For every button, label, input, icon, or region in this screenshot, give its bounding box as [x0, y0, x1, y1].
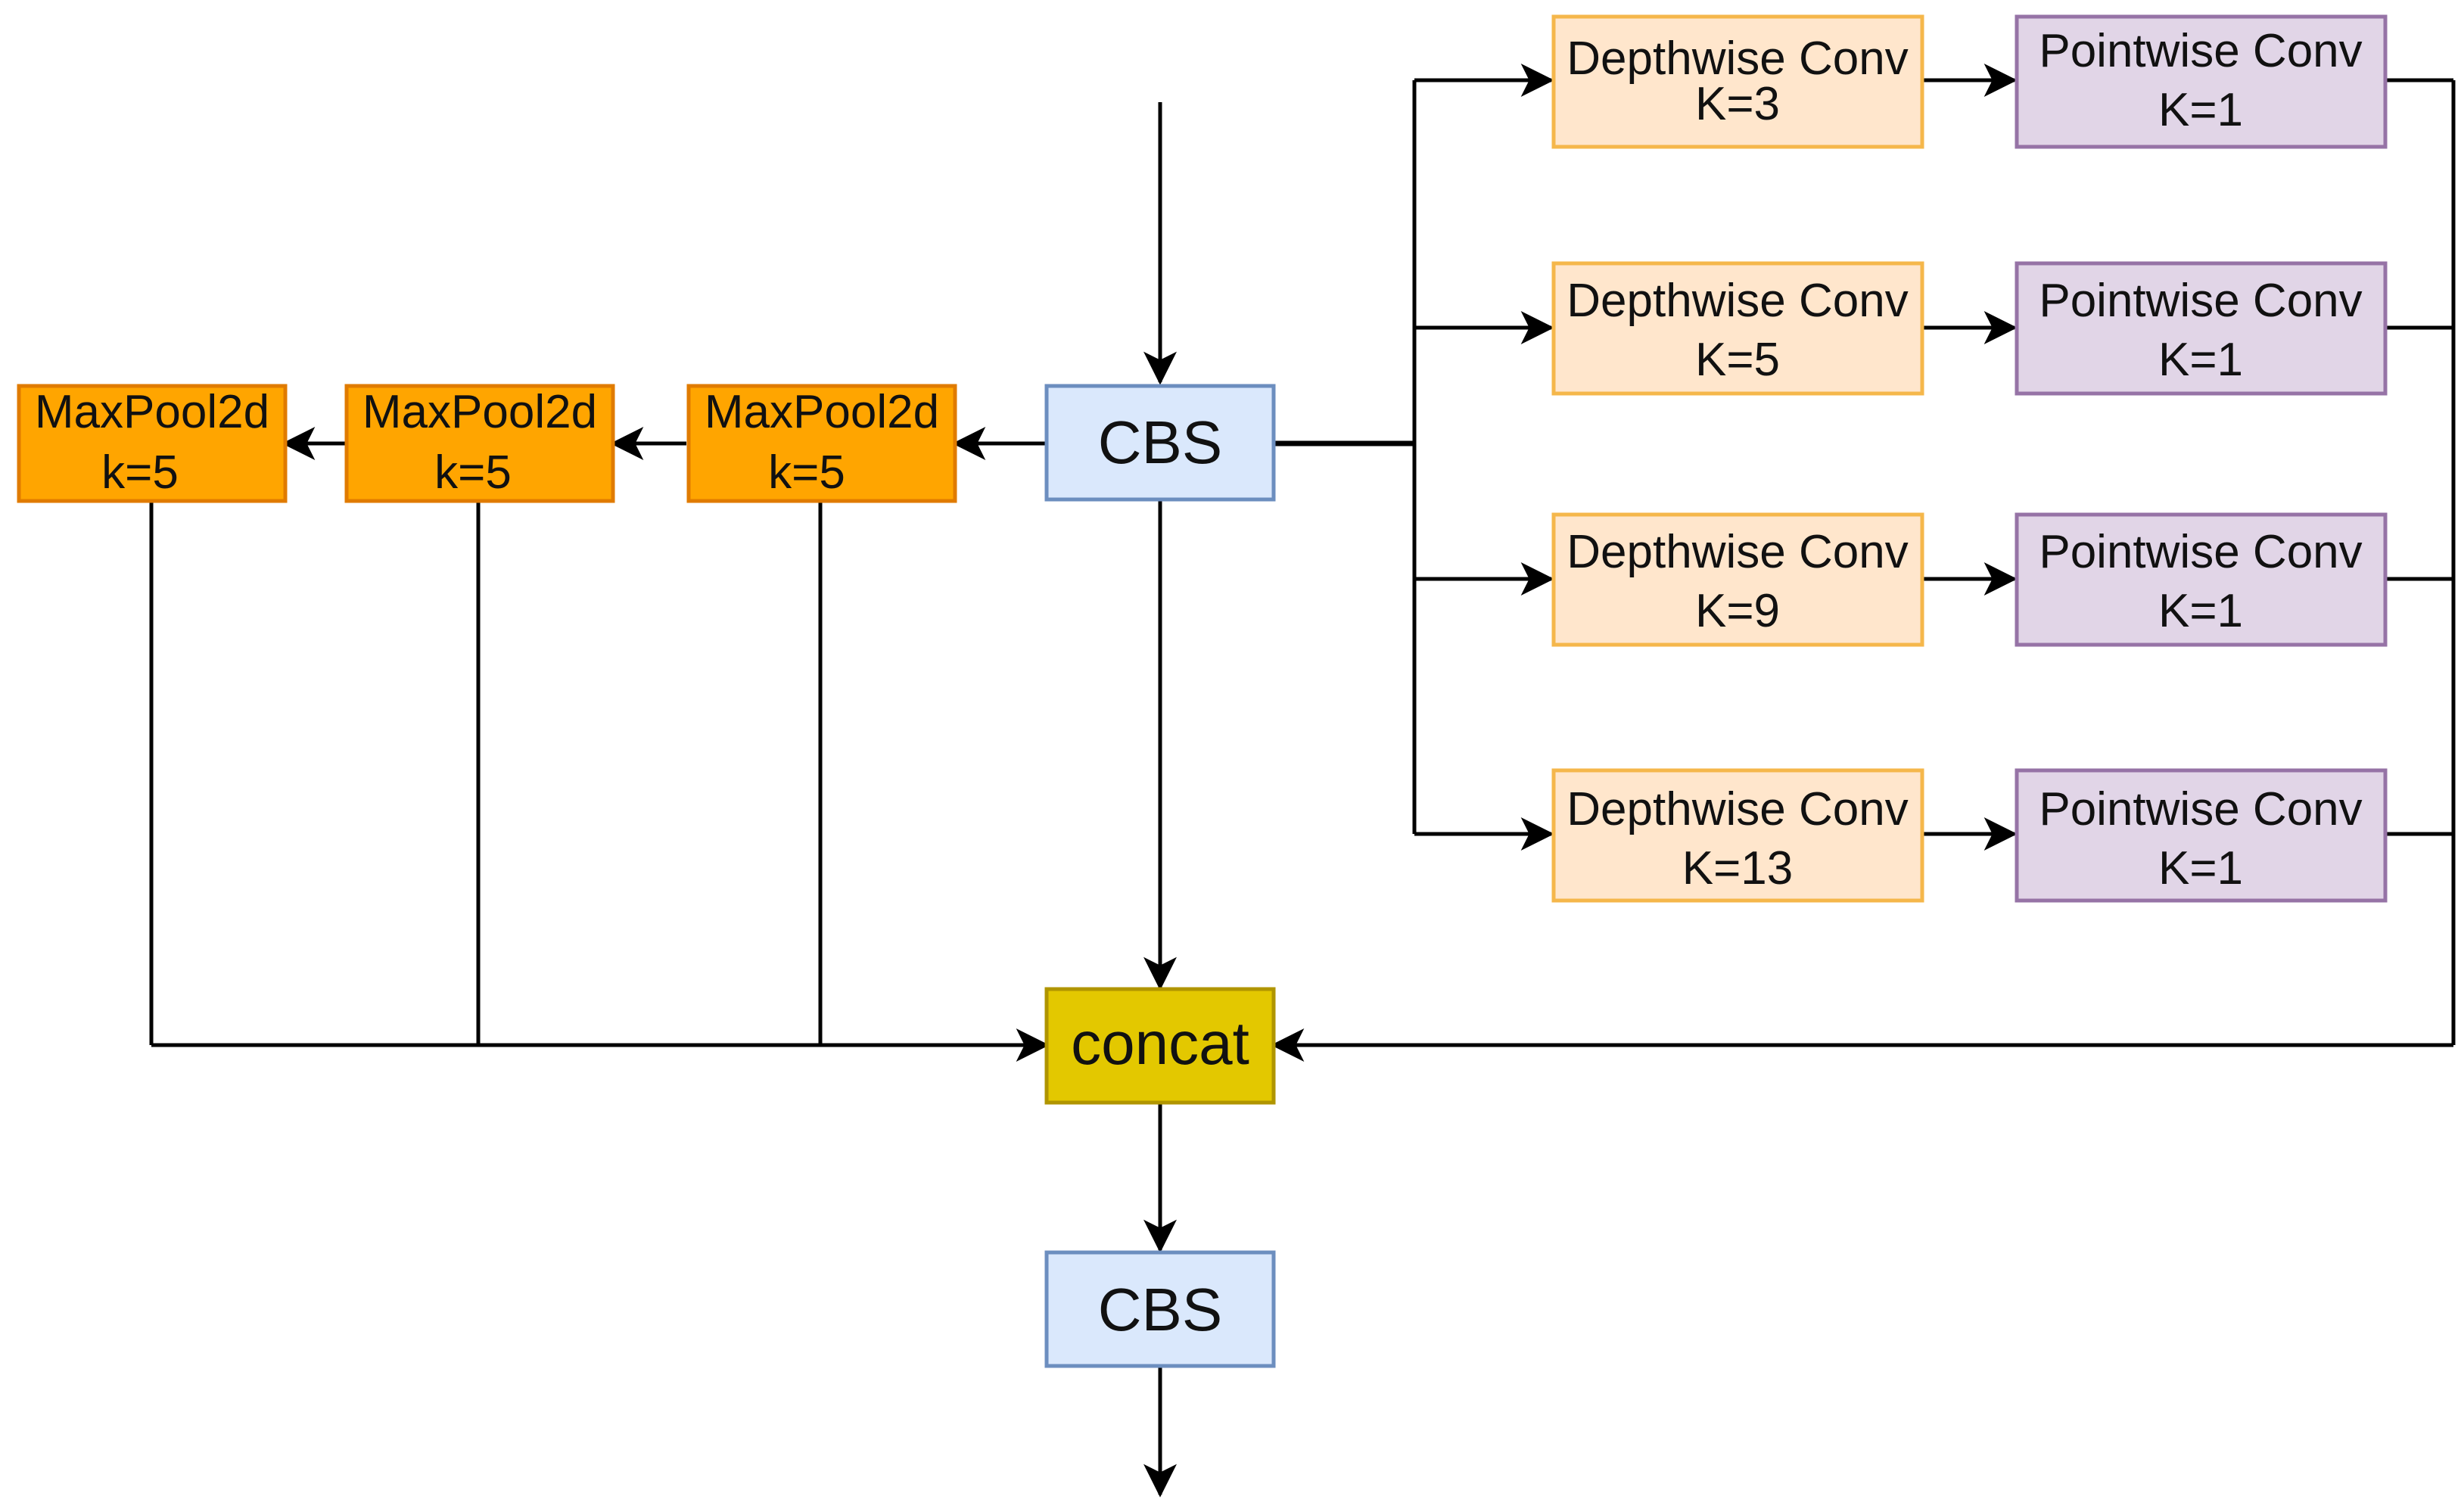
pointwise-1-label-line-2: K=1: [2158, 84, 2243, 136]
depthwise-2-box: [1551, 261, 1924, 396]
maxpool-node-2: MaxPool2d k=5: [344, 384, 615, 503]
maxpool-node-1: MaxPool2d k=5: [17, 384, 288, 503]
maxpool-1-box: [17, 384, 288, 503]
depthwise-2-label-line-1: Depthwise Conv: [1567, 275, 1908, 327]
maxpool-2-label-line-1: MaxPool2d: [362, 386, 597, 438]
cbs-bottom-label: CBS: [1098, 1276, 1223, 1343]
depthwise-node-3: Depthwise Conv K=9: [1551, 512, 1924, 647]
pointwise-3-label-line-1: Pointwise Conv: [2039, 526, 2362, 578]
pointwise-2-label-line-1: Pointwise Conv: [2039, 275, 2362, 327]
depthwise-3-label-line-1: Depthwise Conv: [1567, 526, 1908, 578]
pointwise-2-label-line-2: K=1: [2158, 334, 2243, 386]
depthwise-4-label-line-1: Depthwise Conv: [1567, 783, 1908, 835]
pointwise-4-label-line-1: Pointwise Conv: [2039, 783, 2362, 835]
depthwise-node-1: Depthwise Conv K=3: [1551, 14, 1924, 149]
pointwise-node-1: Pointwise Conv K=1: [2015, 14, 2388, 149]
cbs-bottom-box: [1044, 1250, 1276, 1368]
pointwise-1-box: [2015, 14, 2388, 149]
pointwise-node-3: Pointwise Conv K=1: [2015, 512, 2388, 647]
maxpool-3-label-line-2: k=5: [768, 446, 845, 499]
concat-box: [1044, 987, 1276, 1105]
depthwise-1-box: [1551, 14, 1924, 149]
depthwise-4-label-line-2: K=13: [1682, 842, 1794, 894]
depthwise-node-4: Depthwise Conv K=13: [1551, 768, 1924, 903]
pointwise-3-box: [2015, 512, 2388, 647]
depthwise-1-label-line-1: Depthwise Conv: [1567, 33, 1908, 85]
edges: [149, 64, 2456, 1498]
cbs-top-box: [1044, 384, 1276, 502]
maxpool-1-label-line-2: k=5: [101, 446, 179, 499]
cbs-top-label: CBS: [1098, 409, 1223, 476]
maxpool-node-3: MaxPool2d k=5: [686, 384, 957, 503]
pointwise-2-box: [2015, 261, 2388, 396]
depthwise-node-2: Depthwise Conv K=5: [1551, 261, 1924, 396]
pointwise-4-box: [2015, 768, 2388, 903]
pointwise-node-2: Pointwise Conv K=1: [2015, 261, 2388, 396]
pointwise-node-4: Pointwise Conv K=1: [2015, 768, 2388, 903]
maxpool-3-box: [686, 384, 957, 503]
concat-node: concat: [1044, 987, 1276, 1105]
cbs-bottom-node: CBS: [1044, 1250, 1276, 1368]
depthwise-1-label-line-2: K=3: [1695, 78, 1780, 130]
cbs-top-node: CBS: [1044, 384, 1276, 502]
pointwise-1-label-line-1: Pointwise Conv: [2039, 25, 2362, 77]
pointwise-3-label-line-2: K=1: [2158, 585, 2243, 637]
pointwise-4-label-line-2: K=1: [2158, 842, 2243, 894]
maxpool-2-box: [344, 384, 615, 503]
depthwise-4-box: [1551, 768, 1924, 903]
depthwise-2-label-line-2: K=5: [1695, 334, 1780, 386]
concat-label: concat: [1071, 1010, 1249, 1077]
maxpool-1-label-line-1: MaxPool2d: [35, 386, 269, 438]
depthwise-3-label-line-2: K=9: [1695, 585, 1780, 637]
maxpool-2-label-line-2: k=5: [434, 446, 512, 499]
depthwise-3-box: [1551, 512, 1924, 647]
maxpool-3-label-line-1: MaxPool2d: [705, 386, 939, 438]
